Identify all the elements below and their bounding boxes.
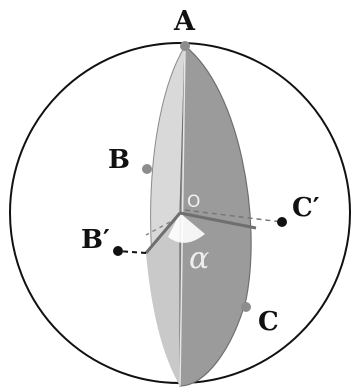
label-c: C [258,307,279,337]
label-b: B [108,145,130,175]
point-a [180,41,190,51]
point-b [142,164,152,174]
point-c-prime [277,217,287,227]
radius-oc-prime-dashed [184,209,283,223]
radius-ob-prime [144,212,182,254]
label-a: A [173,6,196,37]
point-c [241,302,251,312]
label-alpha: α [189,241,209,276]
radius-ob-prime-dashed [117,250,147,254]
light-lune-lower [146,213,180,386]
point-b-prime [113,246,123,256]
label-c-prime: C′ [292,193,320,223]
angle-wedge [168,213,205,243]
radius-oc-solid [179,211,257,230]
dark-lune-face [179,44,252,387]
label-o: O [187,192,200,212]
label-b-prime: B′ [81,225,110,255]
